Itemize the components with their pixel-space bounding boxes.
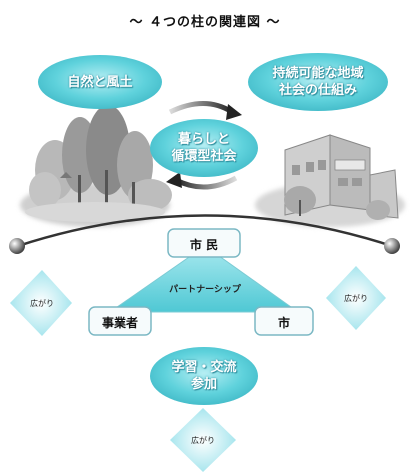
city-box xyxy=(254,306,314,336)
sustainable-label-line1: 持続可能な地域 xyxy=(272,66,364,81)
horizon-arc xyxy=(17,214,393,248)
partnership-label: パートナーシップ xyxy=(169,285,241,295)
cycle-arrow-top xyxy=(168,101,242,120)
sustainable-ellipse xyxy=(248,53,388,111)
forest-illustration xyxy=(20,105,172,227)
spread-left-label: 広がり xyxy=(30,299,54,308)
city-label: 市 xyxy=(277,316,290,330)
citizens-label: 市 民 xyxy=(189,238,219,252)
diagram-title: ～ ４つの柱の関連図 ～ xyxy=(129,15,281,30)
spread-diamond-left xyxy=(10,270,72,336)
spread-diamond-bottom xyxy=(170,408,236,472)
citizens-box xyxy=(167,228,241,258)
partnership-triangle xyxy=(108,245,300,313)
living-label-line1: 暮らしと xyxy=(177,132,230,147)
cycle-arrow-bottom xyxy=(166,172,238,190)
businesses-box xyxy=(88,306,152,336)
sustainable-label-line2: 社会の仕組み xyxy=(278,83,357,98)
businesses-label: 事業者 xyxy=(101,316,138,330)
right-arc-ball xyxy=(384,238,400,254)
spread-right-label: 広がり xyxy=(344,294,368,303)
nature-label: 自然と風土 xyxy=(67,75,133,90)
learning-ellipse xyxy=(150,347,258,405)
town-illustration xyxy=(255,134,405,227)
living-ellipse xyxy=(150,119,258,177)
spread-bottom-label: 広がり xyxy=(191,436,215,445)
learning-label-line2: 参加 xyxy=(190,377,217,392)
living-label-line2: 循環型社会 xyxy=(171,149,237,164)
nature-ellipse xyxy=(38,55,162,109)
spread-diamond-right xyxy=(326,266,386,330)
learning-label-line1: 学習・交流 xyxy=(171,360,237,375)
left-arc-ball xyxy=(9,238,25,254)
